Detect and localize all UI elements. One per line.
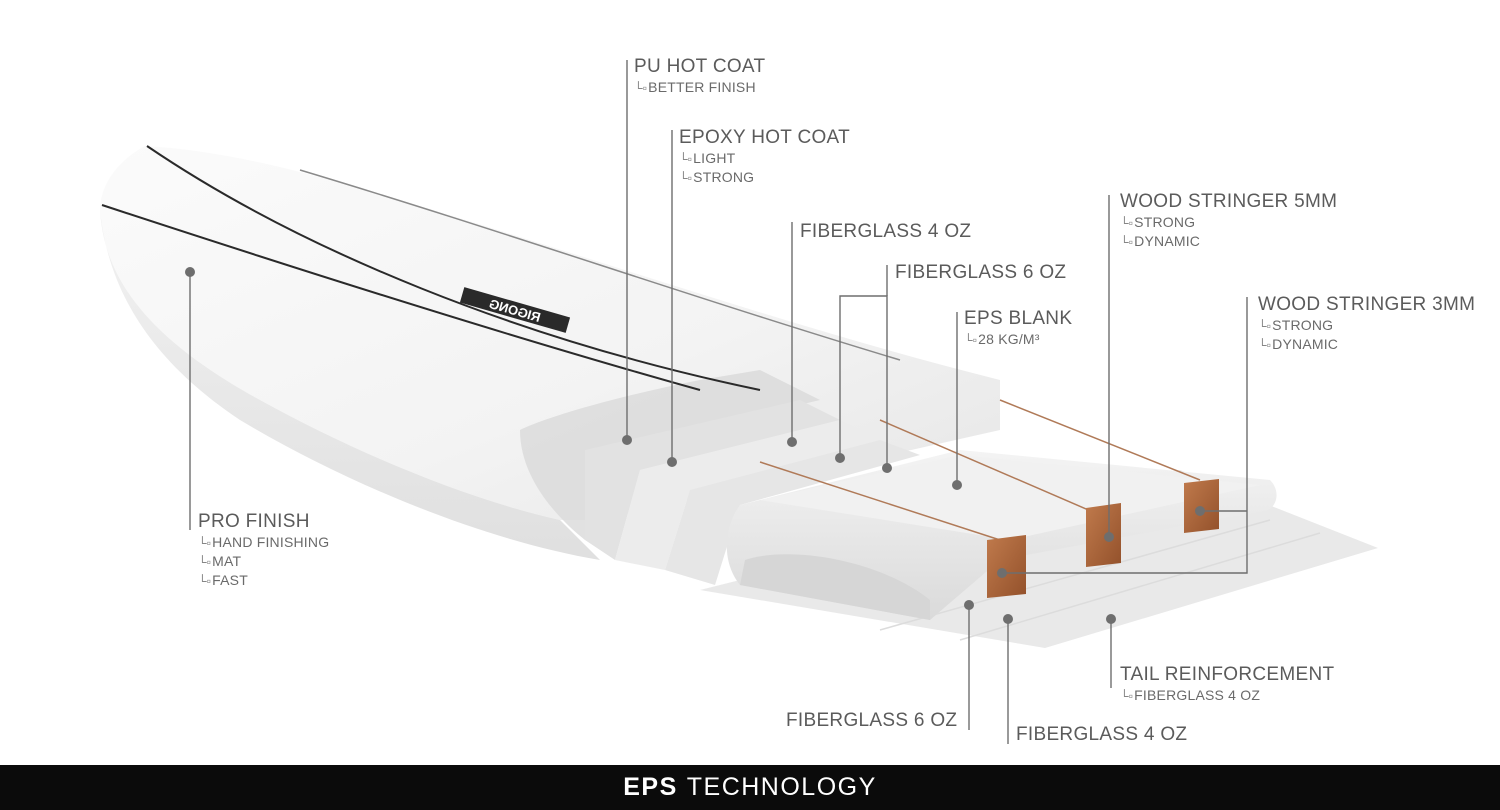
dot-fiberglass-4oz-top	[787, 437, 797, 447]
deck-stringer	[101, 204, 701, 391]
label-fiberglass-4oz-top: FIBERGLASS 4 OZ	[800, 221, 971, 243]
leader-wood-stringer-3mm	[1002, 297, 1248, 574]
label-sub: MAT	[212, 553, 242, 569]
label-title: FIBERGLASS 6 OZ	[895, 262, 1067, 283]
label-sub: FAST	[212, 572, 248, 588]
label-title: FIBERGLASS 6 OZ	[786, 710, 958, 731]
sub-arrow-icon: └▫	[1258, 319, 1272, 333]
sub-arrow-icon: └▫	[1120, 235, 1134, 249]
label-title: FIBERGLASS 4 OZ	[1016, 724, 1188, 745]
label-sub: 28 KG/M³	[978, 331, 1040, 347]
dot-epoxy-hot-coat	[667, 457, 677, 467]
dot-fiberglass-6oz-bottom	[964, 600, 974, 610]
label-wood-stringer-3mm: WOOD STRINGER 3MM └▫STRONG └▫DYNAMIC	[1258, 294, 1475, 354]
label-sub: HAND FINISHING	[212, 534, 330, 550]
label-fiberglass-6oz-top: FIBERGLASS 6 OZ	[895, 262, 1066, 284]
sub-arrow-icon: └▫	[198, 574, 212, 588]
sub-arrow-icon: └▫	[634, 81, 648, 95]
wood-stringer-3mm-center	[987, 535, 1026, 598]
dot-fiberglass-4oz-bottom	[1003, 614, 1013, 624]
eps-blank-top	[760, 455, 1260, 540]
label-fiberglass-4oz-bottom: FIBERGLASS 4 OZ	[1016, 724, 1187, 746]
wood-stringer-3mm-right	[1184, 479, 1219, 533]
label-sub: FIBERGLASS 4 OZ	[1134, 687, 1261, 703]
label-title: WOOD STRINGER 5MM	[1120, 191, 1338, 212]
footer-bold: EPS	[623, 773, 678, 801]
label-fiberglass-6oz-bottom: FIBERGLASS 6 OZ	[786, 710, 957, 732]
label-sub: STRONG	[1272, 317, 1334, 333]
footer-rest: TECHNOLOGY	[686, 773, 877, 801]
label-pu-hot-coat: PU HOT COAT └▫BETTER FINISH	[634, 56, 765, 97]
label-title: EPS BLANK	[964, 308, 1073, 329]
label-tail-reinforcement: TAIL REINFORCEMENT └▫FIBERGLASS 4 OZ	[1120, 664, 1334, 705]
label-sub: DYNAMIC	[1134, 233, 1201, 249]
sub-arrow-icon: └▫	[1258, 338, 1272, 352]
eps-blank-face	[740, 554, 930, 620]
label-title: EPOXY HOT COAT	[679, 127, 851, 148]
stringer-line-far	[999, 399, 1201, 481]
layer-fiberglass-4oz	[615, 420, 880, 570]
sub-arrow-icon: └▫	[198, 536, 212, 550]
label-wood-stringer-5mm: WOOD STRINGER 5MM └▫STRONG └▫DYNAMIC	[1120, 191, 1337, 251]
label-title: WOOD STRINGER 3MM	[1258, 294, 1476, 315]
dot-fiberglass-6oz-top-a	[835, 453, 845, 463]
sub-arrow-icon: └▫	[964, 333, 978, 347]
label-title: TAIL REINFORCEMENT	[1120, 664, 1335, 685]
label-sub: DYNAMIC	[1272, 336, 1339, 352]
sub-arrow-icon: └▫	[679, 152, 693, 166]
deck-stringer	[146, 145, 761, 391]
label-title: PU HOT COAT	[634, 56, 766, 77]
dot-wood-stringer-5mm	[1104, 532, 1114, 542]
footer-banner: EPS TECHNOLOGY	[0, 765, 1500, 810]
dot-pro-finish	[185, 267, 195, 277]
dot-tail-reinforcement	[1106, 614, 1116, 624]
label-sub: STRONG	[1134, 214, 1196, 230]
deck-stringer	[299, 169, 901, 361]
wood-stringer-5mm	[1086, 503, 1121, 567]
sub-arrow-icon: └▫	[679, 171, 693, 185]
surfboard-construction-diagram: RIGONG	[100, 60, 1378, 744]
label-title: PRO FINISH	[198, 511, 310, 532]
tail-sheet-line	[879, 519, 1271, 631]
label-sub: LIGHT	[693, 150, 736, 166]
dot-eps-blank	[952, 480, 962, 490]
dot-wood-stringer-3mm-a	[997, 568, 1007, 578]
stringer-line-right	[879, 419, 1101, 516]
label-title: FIBERGLASS 4 OZ	[800, 221, 972, 242]
label-pro-finish: PRO FINISH └▫HAND FINISHING └▫MAT └▫FAST	[198, 511, 329, 590]
sub-arrow-icon: └▫	[1120, 216, 1134, 230]
stringer-line-center	[759, 461, 1001, 541]
board-rail	[100, 210, 600, 560]
dot-fiberglass-6oz-top-b	[882, 463, 892, 473]
sub-arrow-icon: └▫	[1120, 689, 1134, 703]
label-sub: BETTER FINISH	[648, 79, 756, 95]
label-eps-blank: EPS BLANK └▫28 KG/M³	[964, 308, 1072, 349]
label-sub: STRONG	[693, 169, 755, 185]
dot-wood-stringer-3mm-b	[1195, 506, 1205, 516]
tail-sheet-line	[959, 532, 1321, 641]
dot-pu-hot-coat	[622, 435, 632, 445]
sub-arrow-icon: └▫	[198, 555, 212, 569]
layer-epoxy-hot-coat	[585, 400, 840, 560]
leader-fiberglass-6oz-top	[839, 295, 888, 468]
label-epoxy-hot-coat: EPOXY HOT COAT └▫LIGHT └▫STRONG	[679, 127, 850, 187]
layer-fiberglass-6oz	[665, 440, 920, 585]
